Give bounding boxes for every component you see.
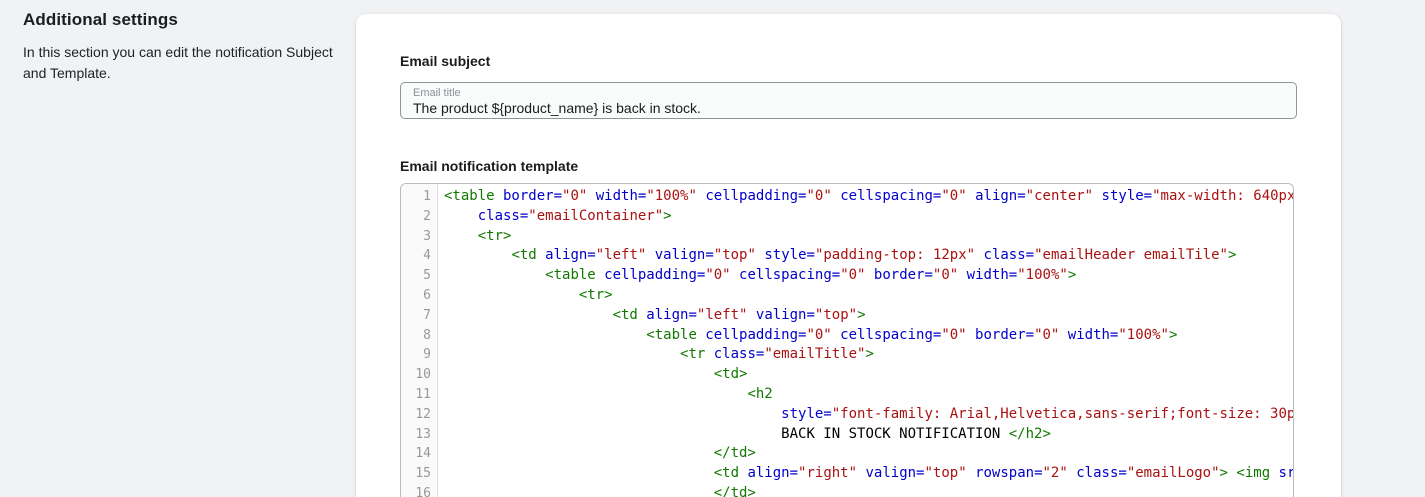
code-text: <td align="left" valign="top" style="pad… (511, 247, 1237, 264)
code-text: </td> (713, 484, 756, 497)
code-line: 14 </td> (401, 444, 1293, 464)
code-line: 5 <table cellpadding="0" cellspacing="0"… (401, 266, 1293, 286)
email-subject-field[interactable]: Email title (400, 82, 1297, 119)
template-code-editor[interactable]: 1 <table border="0" width="100%" cellpadd… (400, 183, 1294, 497)
editor-lines: 1 <table border="0" width="100%" cellpadd… (401, 184, 1293, 497)
code-line: 3 <tr> (401, 227, 1293, 247)
code-line: 1 <table border="0" width="100%" cellpadd… (401, 187, 1293, 207)
line-number: 13 (415, 426, 431, 442)
code-text: <tr class="emailTitle"> (680, 346, 874, 363)
code-line: 11 <h2 (401, 385, 1293, 405)
line-number: 7 (423, 307, 431, 323)
line-number: 4 (423, 248, 431, 264)
code-text: <tr> (578, 286, 613, 303)
line-number: 6 (423, 287, 431, 303)
line-number: 11 (415, 386, 431, 402)
line-number: 15 (415, 466, 431, 482)
line-number: 9 (423, 347, 431, 363)
line-number: 2 (423, 208, 431, 224)
code-line: 7 <td align="left" valign="top"> (401, 306, 1293, 326)
code-line: 9 <tr class="emailTitle"> (401, 345, 1293, 365)
email-template-group: Email notification template 1 <table bord… (400, 158, 1297, 497)
code-text: class="emailContainer"> (477, 207, 672, 224)
code-line: 2 class="emailContainer"> (401, 207, 1293, 227)
code-line: 13 BACK IN STOCK NOTIFICATION </h2> (401, 425, 1293, 445)
email-subject-group: Email subject Email title (400, 53, 1297, 119)
code-text: <table cellpadding="0" cellspacing="0" b… (545, 267, 1077, 284)
line-number: 14 (415, 446, 431, 462)
code-text: </td> (713, 445, 756, 462)
editor-gutter (401, 184, 438, 497)
code-line: 8 <table cellpadding="0" cellspacing="0"… (401, 326, 1293, 346)
email-title-floating-label: Email title (413, 87, 461, 99)
code-text: BACK IN STOCK NOTIFICATION </h2> (781, 425, 1051, 442)
code-text: <td align="right" valign="top" rowspan="… (713, 465, 1293, 482)
code-line: 6 <tr> (401, 286, 1293, 306)
code-text: <td align="left" valign="top"> (612, 306, 866, 323)
settings-card: Email subject Email title Email notifica… (356, 14, 1341, 497)
code-line: 16 </td> (401, 484, 1293, 497)
email-subject-input[interactable] (413, 100, 1284, 117)
code-line: 10 <td> (401, 365, 1293, 385)
email-subject-label: Email subject (400, 53, 491, 69)
line-number: 8 (423, 327, 431, 343)
section-title: Additional settings (23, 10, 178, 29)
code-text: <tr> (477, 227, 512, 244)
line-number: 16 (415, 485, 431, 497)
code-text: <h2 (747, 385, 773, 402)
email-template-label: Email notification template (400, 158, 579, 174)
code-text: <table cellpadding="0" cellspacing="0" b… (646, 326, 1178, 343)
line-number: 1 (423, 189, 431, 204)
line-number: 12 (415, 406, 431, 422)
line-number: 3 (423, 228, 431, 244)
code-text: <td> (713, 366, 748, 383)
code-line: 15 <td align="right" valign="top" rowspa… (401, 464, 1293, 484)
code-line: 4 <td align="left" valign="top" style="p… (401, 246, 1293, 266)
code-line: 12 style="font-family: Arial,Helvetica,s… (401, 405, 1293, 425)
line-number: 10 (415, 367, 431, 383)
line-number: 5 (423, 268, 431, 284)
code-text: <table border="0" width="100%" cellpaddi… (444, 188, 1294, 204)
section-description: In this section you can edit the notific… (23, 44, 333, 81)
section-annotation: Additional settings In this section you … (23, 10, 345, 84)
code-text: style="font-family: Arial,Helvetica,sans… (781, 405, 1294, 422)
